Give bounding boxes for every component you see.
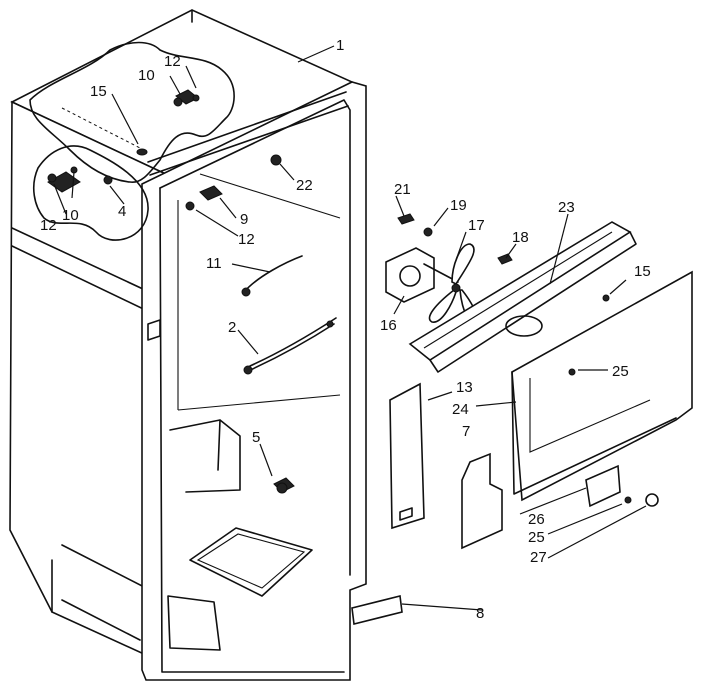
wiring-harness-outline: [29, 41, 235, 241]
callout-27: 27: [530, 549, 547, 566]
callout-16: 16: [380, 317, 397, 334]
callout-25: 25: [612, 363, 629, 380]
small-parts: [47, 89, 337, 494]
callout-12: 12: [40, 217, 57, 234]
callout-15: 15: [634, 263, 651, 280]
callout-15: 15: [90, 83, 107, 100]
callout-12: 12: [164, 53, 181, 70]
callout-12: 12: [238, 231, 255, 248]
callout-13: 13: [456, 379, 473, 396]
callout-25: 25: [528, 529, 545, 546]
callout-9: 9: [240, 211, 248, 228]
callout-5: 5: [252, 429, 260, 446]
loose-panels: [351, 382, 503, 625]
callout-1: 1: [336, 37, 344, 54]
callout-18: 18: [512, 229, 529, 246]
cabinet-front-frame: [141, 81, 367, 681]
callout-8: 8: [476, 605, 484, 622]
callout-17: 17: [468, 217, 485, 234]
callout-7: 7: [462, 423, 470, 440]
leader-lines: [53, 45, 647, 611]
callout-19: 19: [450, 197, 467, 214]
callout-21: 21: [394, 181, 411, 198]
callout-22: 22: [296, 177, 313, 194]
callout-26: 26: [528, 511, 545, 528]
callout-4: 4: [118, 203, 126, 220]
callout-2: 2: [228, 319, 236, 336]
evaporator-cover-panel: [511, 270, 693, 508]
callout-10: 10: [138, 67, 155, 84]
callout-24: 24: [452, 401, 469, 418]
callout-10: 10: [62, 207, 79, 224]
fan-shroud: [408, 221, 637, 373]
callout-labels: 1 12 10 15 22 4 12 10 9 12 11 2 5 21 19 …: [40, 37, 651, 622]
callout-23: 23: [558, 199, 575, 216]
callout-11: 11: [206, 255, 222, 272]
